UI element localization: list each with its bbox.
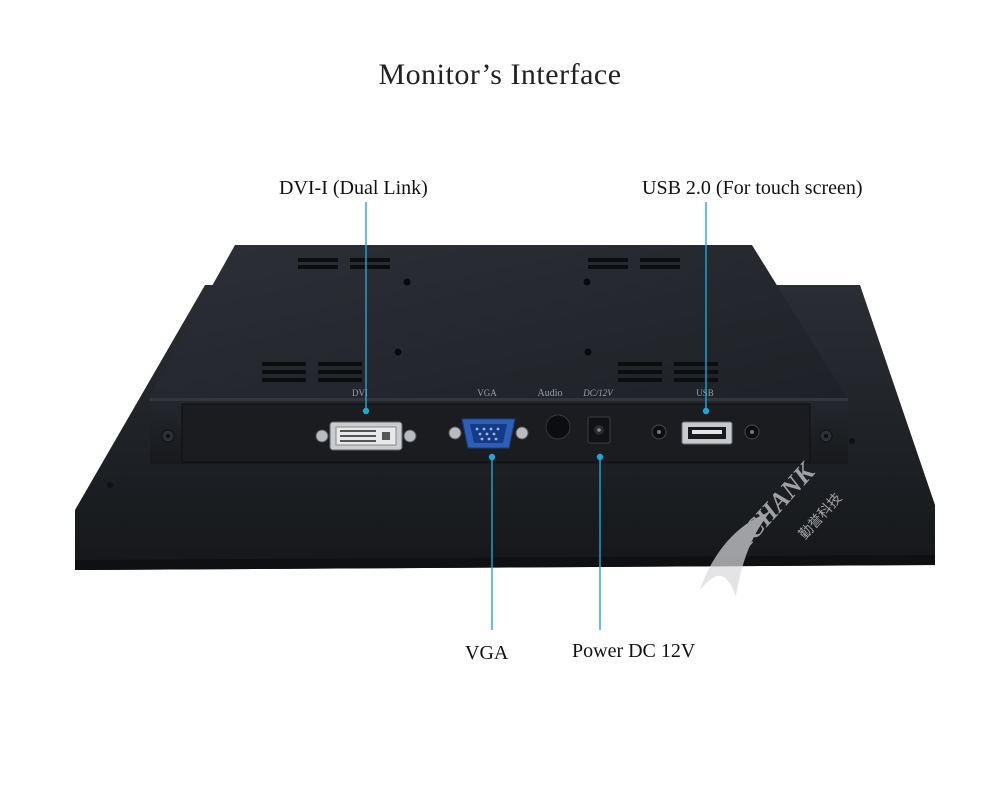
dc-power-jack <box>587 416 611 444</box>
leader-lines <box>362 202 710 630</box>
vga-port <box>448 418 529 449</box>
callout-vga: VGA <box>465 642 509 664</box>
page-title: Monitor’s Interface <box>378 58 622 91</box>
vent-slots <box>262 258 718 382</box>
vesa-mount-holes <box>394 278 592 356</box>
small-jacks <box>651 424 760 440</box>
callout-dvi: DVI-I (Dual Link) <box>279 177 428 199</box>
panel-label-vga: VGA <box>477 388 497 398</box>
audio-jack <box>545 414 571 440</box>
monitor-rear-housing <box>148 245 848 400</box>
callout-power: Power DC 12V <box>572 640 696 662</box>
panel-label-audio: Audio <box>538 388 563 399</box>
callout-usb: USB 2.0 (For touch screen) <box>642 177 863 199</box>
panel-label-usb: USB <box>696 388 714 398</box>
panel-label-dc: DC/12V <box>582 388 614 398</box>
panel-label-dvi: DVI <box>352 388 368 398</box>
panel-screws <box>107 429 855 488</box>
dvi-port <box>315 421 417 451</box>
usb-port <box>681 421 733 445</box>
